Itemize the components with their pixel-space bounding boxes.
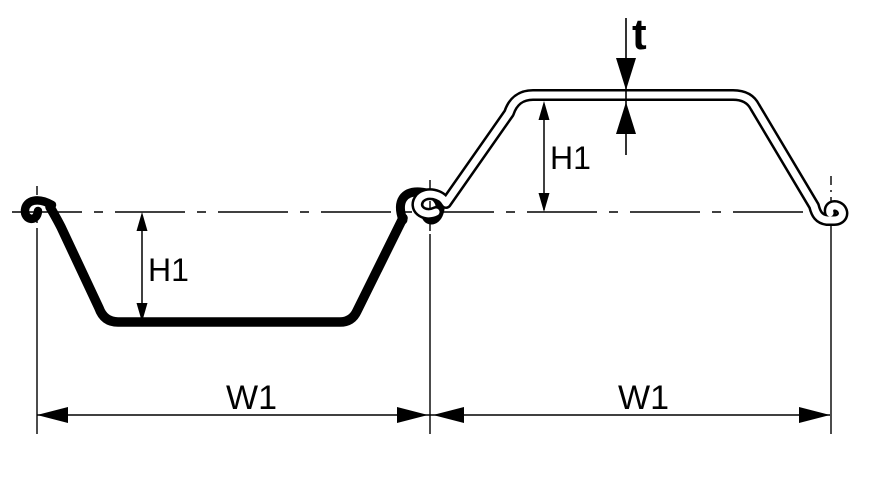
dimension-h1-left: H1 <box>136 212 189 322</box>
w1-left-label: W1 <box>226 379 277 417</box>
w1-arrowhead-middle-right-icon <box>433 407 464 423</box>
right-pile-profile <box>411 89 849 226</box>
w1-arrowhead-middle-left-icon <box>397 407 428 423</box>
dimension-t: t <box>616 10 647 155</box>
dimension-h1-right: H1 <box>538 101 591 212</box>
dimension-w1: W1 W1 <box>37 379 830 423</box>
h1-left-label: H1 <box>148 252 189 288</box>
h1-left-arrowhead-up-icon <box>136 212 148 231</box>
t-arrowhead-down-icon <box>616 58 636 90</box>
t-label: t <box>632 10 647 59</box>
w1-right-label: W1 <box>618 379 669 417</box>
h1-right-arrowhead-up-icon <box>538 101 550 120</box>
left-interlock-hook <box>20 196 57 223</box>
w1-arrowhead-right-icon <box>799 407 830 423</box>
h1-right-label: H1 <box>550 140 591 176</box>
h1-left-arrowhead-down-icon <box>136 303 148 322</box>
t-arrowhead-up-icon <box>616 102 636 134</box>
right-pile-outline-inner <box>413 91 846 224</box>
left-pile-web <box>45 202 408 327</box>
h1-right-arrowhead-down-icon <box>538 193 550 212</box>
w1-arrowhead-left-icon <box>37 407 68 423</box>
centerlines <box>12 176 832 434</box>
